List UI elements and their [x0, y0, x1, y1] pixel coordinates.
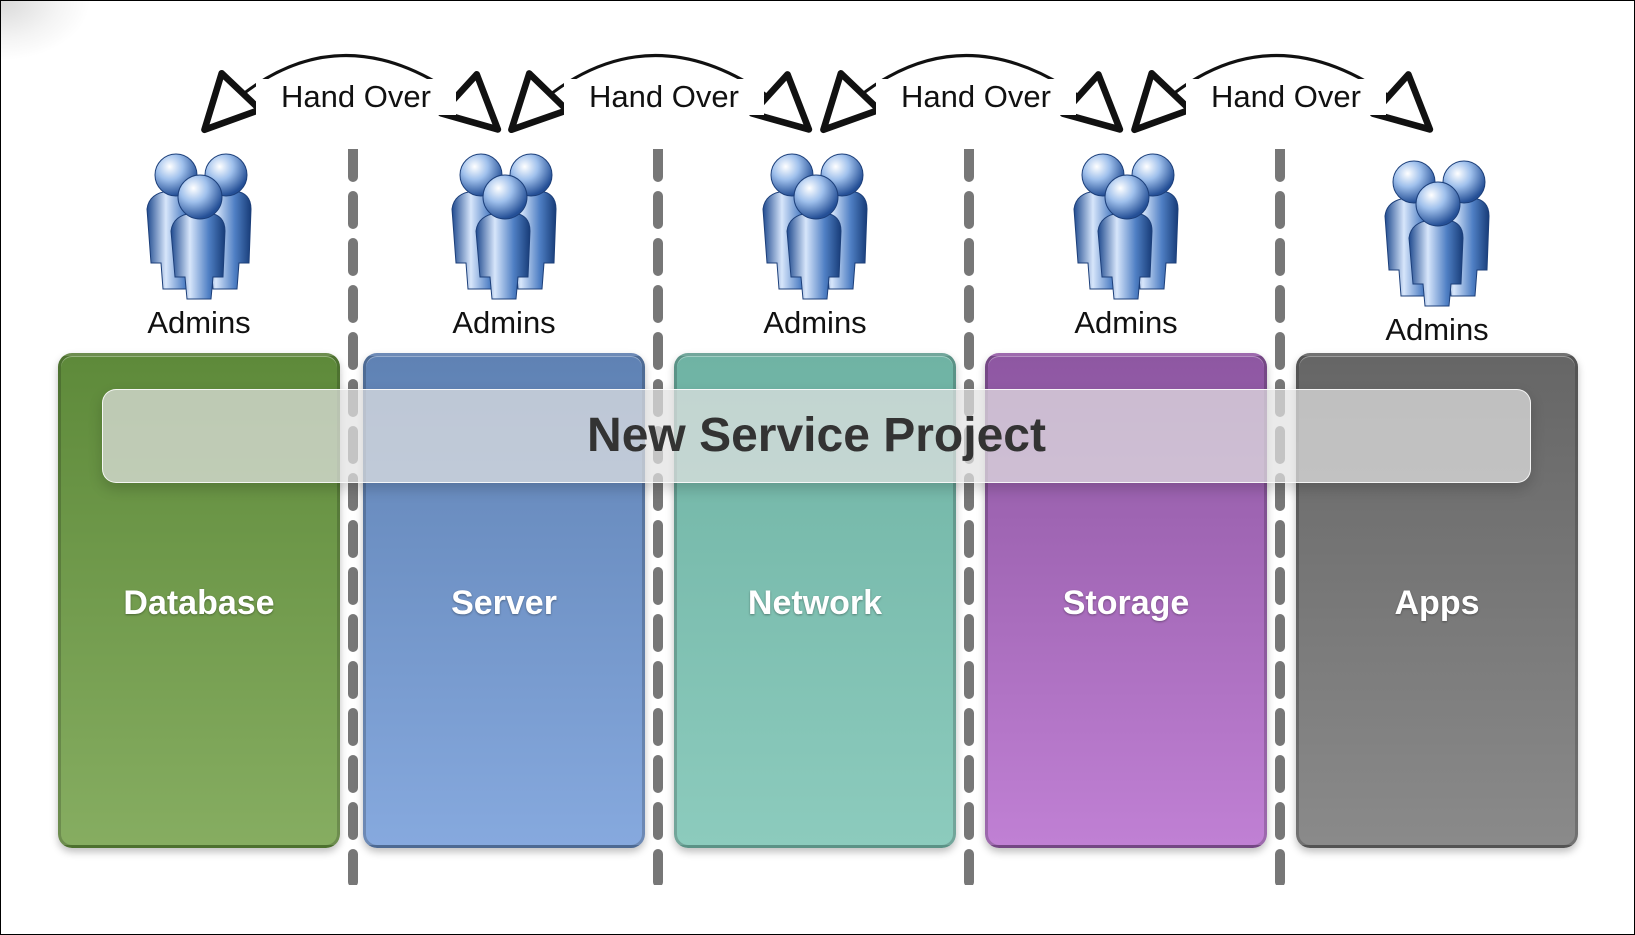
team-label: Admins [147, 305, 251, 340]
team-5: Admins [1327, 158, 1547, 348]
user-group-icon [1384, 160, 1490, 307]
team-label: Admins [452, 305, 556, 340]
handover-arcs [201, 54, 1434, 134]
column-label-apps: Apps [1394, 584, 1480, 622]
team-label: Admins [1385, 312, 1489, 347]
user-group-icon [1073, 153, 1179, 300]
user-group-icon [762, 153, 868, 300]
divider-4 [1275, 149, 1285, 885]
team-label: Admins [1074, 305, 1178, 340]
team-label: Admins [763, 305, 867, 340]
user-group-icon [146, 153, 252, 300]
divider-2 [653, 149, 663, 885]
team-3: Admins [705, 151, 925, 341]
page-corner-decoration [1, 1, 91, 61]
team-2: Admins [394, 151, 614, 341]
project-title: New Service Project [587, 409, 1046, 462]
column-label-network: Network [747, 584, 883, 622]
project-banner: New Service Project [102, 389, 1531, 483]
team-1: Admins [89, 151, 309, 341]
handover-label-4: Hand Over [1186, 79, 1386, 115]
divider-3 [964, 149, 974, 885]
column-label-storage: Storage [1062, 584, 1190, 622]
team-4: Admins [1016, 151, 1236, 341]
handover-label-2: Hand Over [564, 79, 764, 115]
handover-label-1: Hand Over [256, 79, 456, 115]
divider-1 [348, 149, 358, 885]
user-group-icon [451, 153, 557, 300]
handover-label-3: Hand Over [876, 79, 1076, 115]
column-label-database: Database [123, 584, 275, 622]
column-label-server: Server [451, 584, 557, 622]
